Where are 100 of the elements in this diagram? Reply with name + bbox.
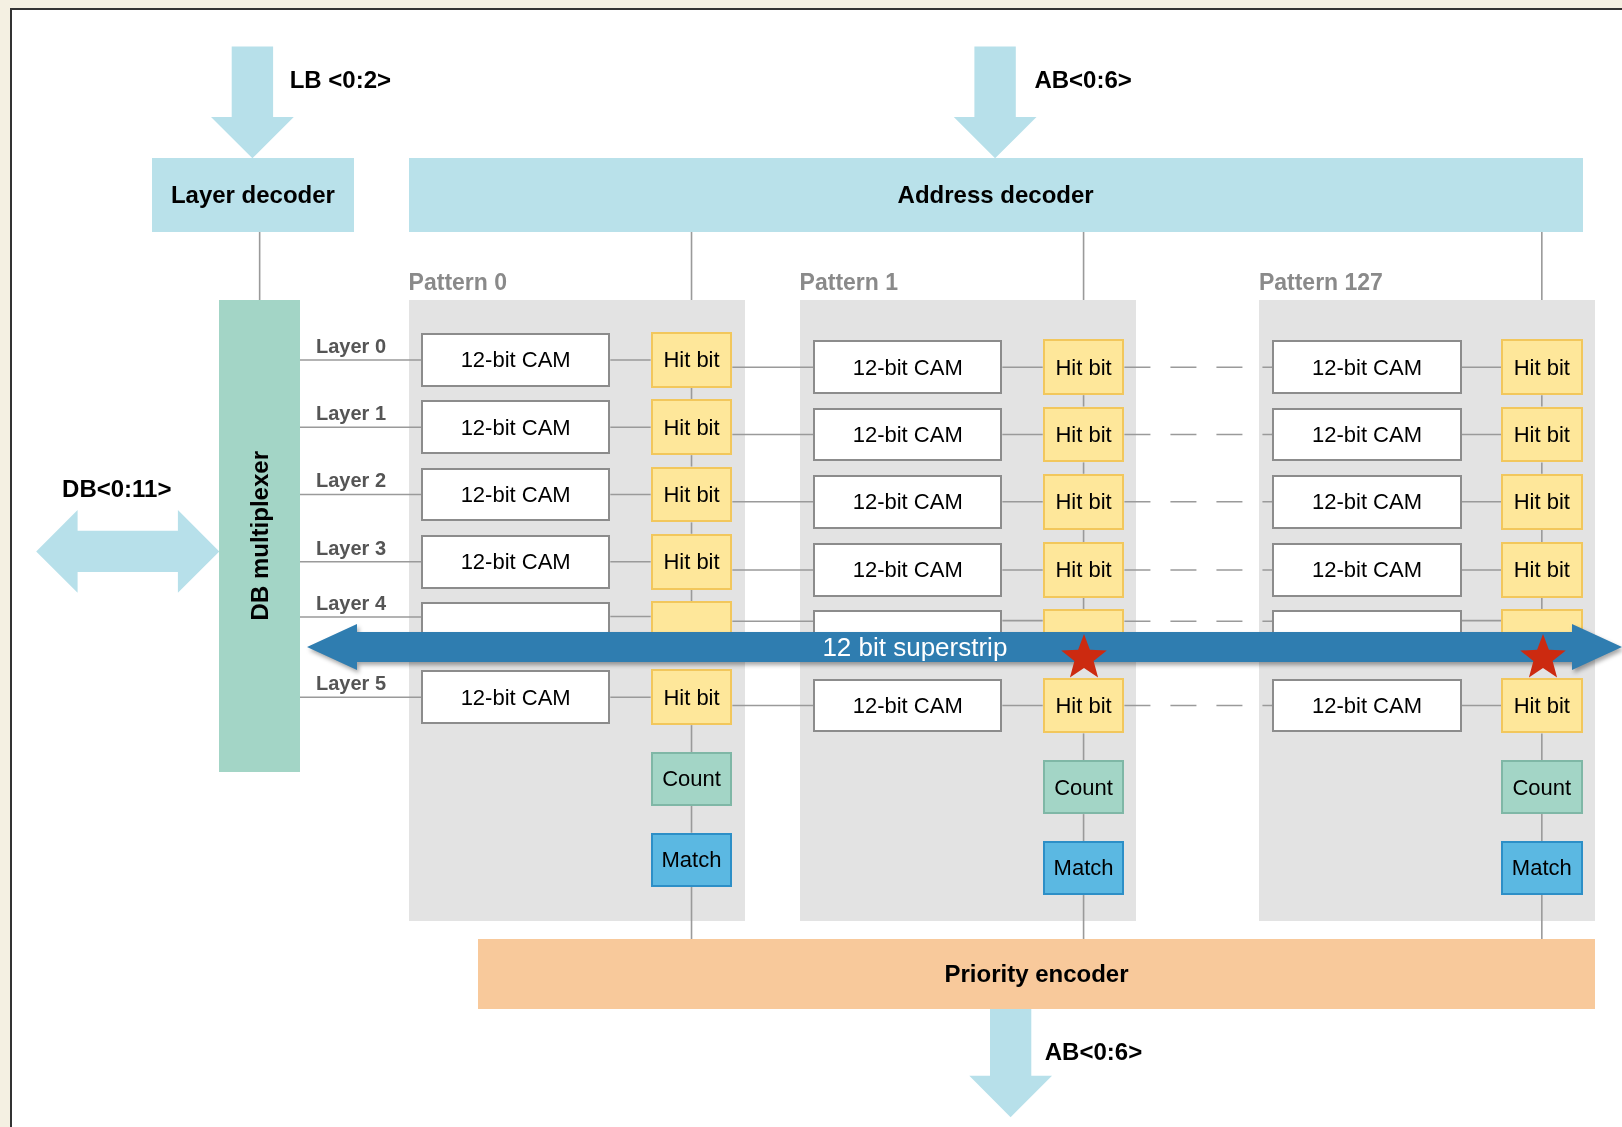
connector-line [299,616,422,618]
cam-block: 12-bit CAM [1272,407,1462,462]
connector-line [731,500,814,503]
encoder-block: Priority encoder [477,939,1596,1009]
connector-line [1541,894,1543,941]
connector-line [1460,433,1502,436]
connector-line [1460,619,1502,622]
hit-bit-block: Hit bit [1042,406,1125,463]
superstrip-band: 12 bit superstrip [307,624,1622,670]
dashed-connector [1123,366,1274,369]
connector-line [1082,732,1085,762]
connector-line [1541,813,1543,842]
counter-block: Count [650,752,733,806]
cam-block [813,610,1003,633]
connector-line [731,620,814,622]
connector-line [299,560,422,563]
connector-line [1001,500,1044,503]
hit-bit-block: Hit bit [1042,473,1125,530]
cam-block: 12-bit CAM [421,670,611,725]
connector-line [299,493,422,496]
connector-line [609,696,652,698]
decoder-block: Layer decoder [152,158,354,232]
cam-block: 12-bit CAM [813,407,1003,462]
cam-block: 12-bit CAM [421,534,611,589]
connector-line [1541,461,1543,475]
connector-line [1541,230,1543,301]
pattern-heading: Pattern 127 [1258,267,1383,297]
connector-line [1001,433,1044,436]
block-arrow [953,46,1037,159]
cam-block: 12-bit CAM [813,340,1003,395]
connector-line [1001,704,1044,707]
hit-bit-block: Hit bit [650,669,733,726]
match-block: Match [650,832,733,887]
match-block: Match [1042,841,1125,895]
signal-label: LB <0:2> [289,65,392,96]
dashed-connector [1123,500,1274,503]
hit-bit-block: Hit bit [1500,406,1583,463]
dashed-connector [1123,704,1274,707]
star-icon [1519,632,1568,680]
connector-line [609,493,652,496]
cam-block [421,602,611,632]
hit-bit-block: Hit bit [1500,542,1583,598]
cam-block: 12-bit CAM [813,543,1003,597]
connector-line [690,805,693,834]
hit-bit-block [650,601,733,633]
hit-bit-block: Hit bit [650,533,733,590]
counter-block: Count [1042,760,1125,815]
connector-line [731,704,814,707]
connector-line [258,230,261,301]
connector-line [299,696,422,698]
layer-label: Layer 5 [314,673,389,694]
dashed-connector [1123,569,1274,571]
connector-line [1460,569,1502,571]
counter-block: Count [1500,760,1583,815]
connector-line [299,359,422,361]
connector-line [609,426,652,429]
connector-line [609,560,652,563]
star-icon [1060,632,1109,680]
connector-line [731,366,814,369]
connector-line [690,230,693,301]
connector-line [1082,813,1085,842]
match-block: Match [1500,841,1583,895]
connector-line [1001,366,1044,369]
cam-block: 12-bit CAM [421,467,611,522]
layer-label: Layer 2 [314,470,389,491]
connector-line [1541,597,1543,611]
cam-block: 12-bit CAM [1272,543,1462,597]
connector-line [690,885,693,941]
connector-line [1541,528,1543,543]
pattern-heading: Pattern 1 [799,267,899,297]
connector-line [1541,394,1543,408]
hit-bit-block: Hit bit [1042,339,1125,396]
hit-bit-block: Hit bit [1042,542,1125,598]
connector-line [1460,500,1502,503]
signal-label: DB<0:11> [62,473,172,504]
cam-block: 12-bit CAM [813,678,1003,733]
signal-label: AB<0:6> [1034,65,1132,96]
connector-line [609,615,652,618]
cam-block: 12-bit CAM [813,474,1003,529]
cam-block: 12-bit CAM [421,400,611,455]
cam-block: 12-bit CAM [421,333,611,387]
connector-line [731,569,814,571]
hit-bit-block [1042,609,1125,632]
hit-bit-block: Hit bit [650,399,733,456]
block-arrow [36,510,220,593]
hit-bit-block: Hit bit [1500,473,1583,530]
block-arrow [969,1008,1052,1118]
dashed-connector [1123,620,1274,622]
connector-line [1001,569,1044,571]
layer-label: Layer 1 [314,403,389,424]
signal-label: AB<0:6> [1044,1037,1143,1068]
hit-bit-block [1500,609,1583,632]
connector-line [731,433,814,436]
connector-line [1082,230,1085,301]
dashed-connector [1123,433,1274,436]
connector-line [1541,732,1543,762]
connector-line [1082,894,1085,941]
block-arrow [211,46,294,159]
cam-block: 12-bit CAM [1272,340,1462,395]
decoder-block: Address decoder [408,158,1583,232]
